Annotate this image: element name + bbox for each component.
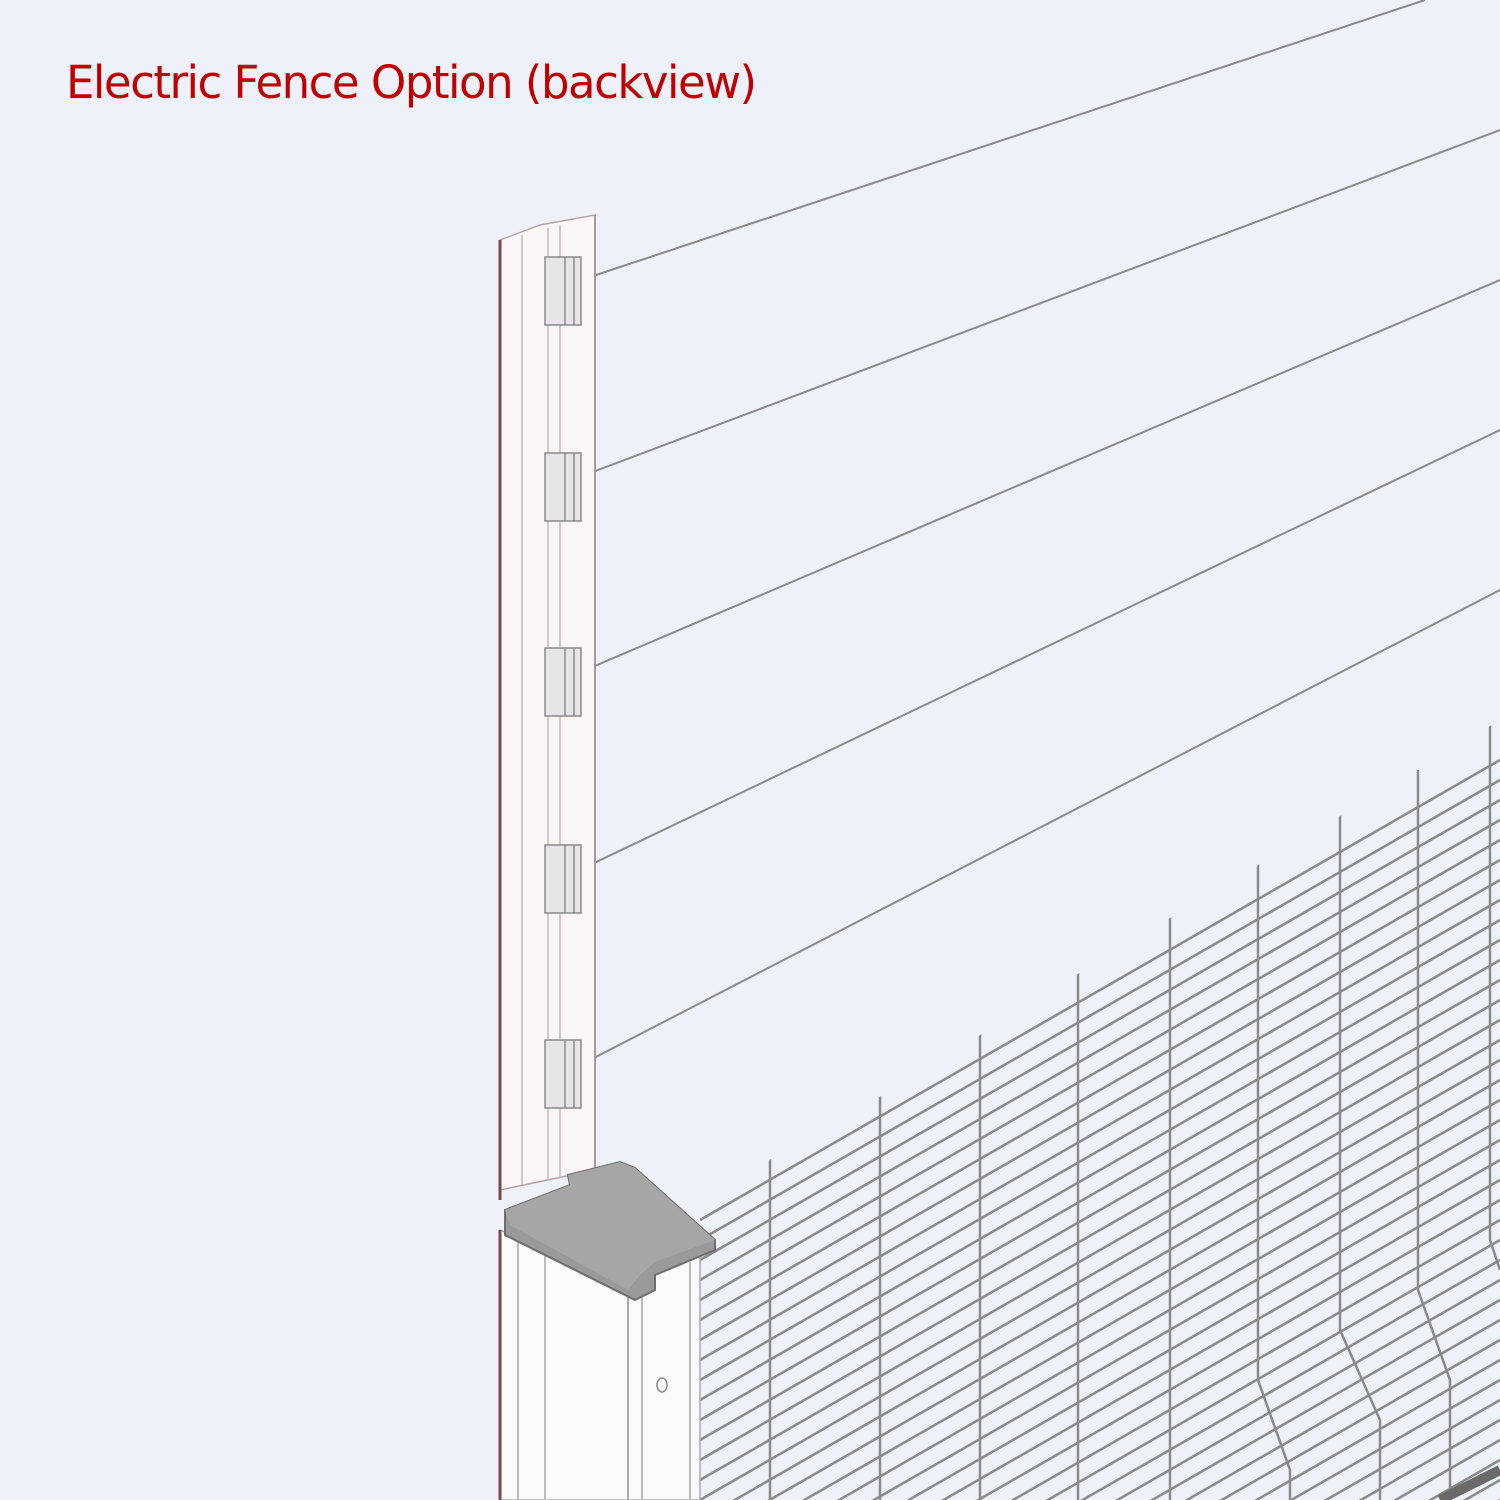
mesh-rail (1437, 1465, 1500, 1500)
post-cap-bracket (504, 1160, 716, 1302)
insulators (544, 256, 582, 1109)
mesh-panel (700, 725, 1500, 1500)
bolt-icon (656, 1377, 668, 1393)
support-post (498, 1228, 701, 1500)
diagram-title: Electric Fence Option (backview) (66, 56, 757, 109)
electric-wires (509, 0, 1500, 1101)
